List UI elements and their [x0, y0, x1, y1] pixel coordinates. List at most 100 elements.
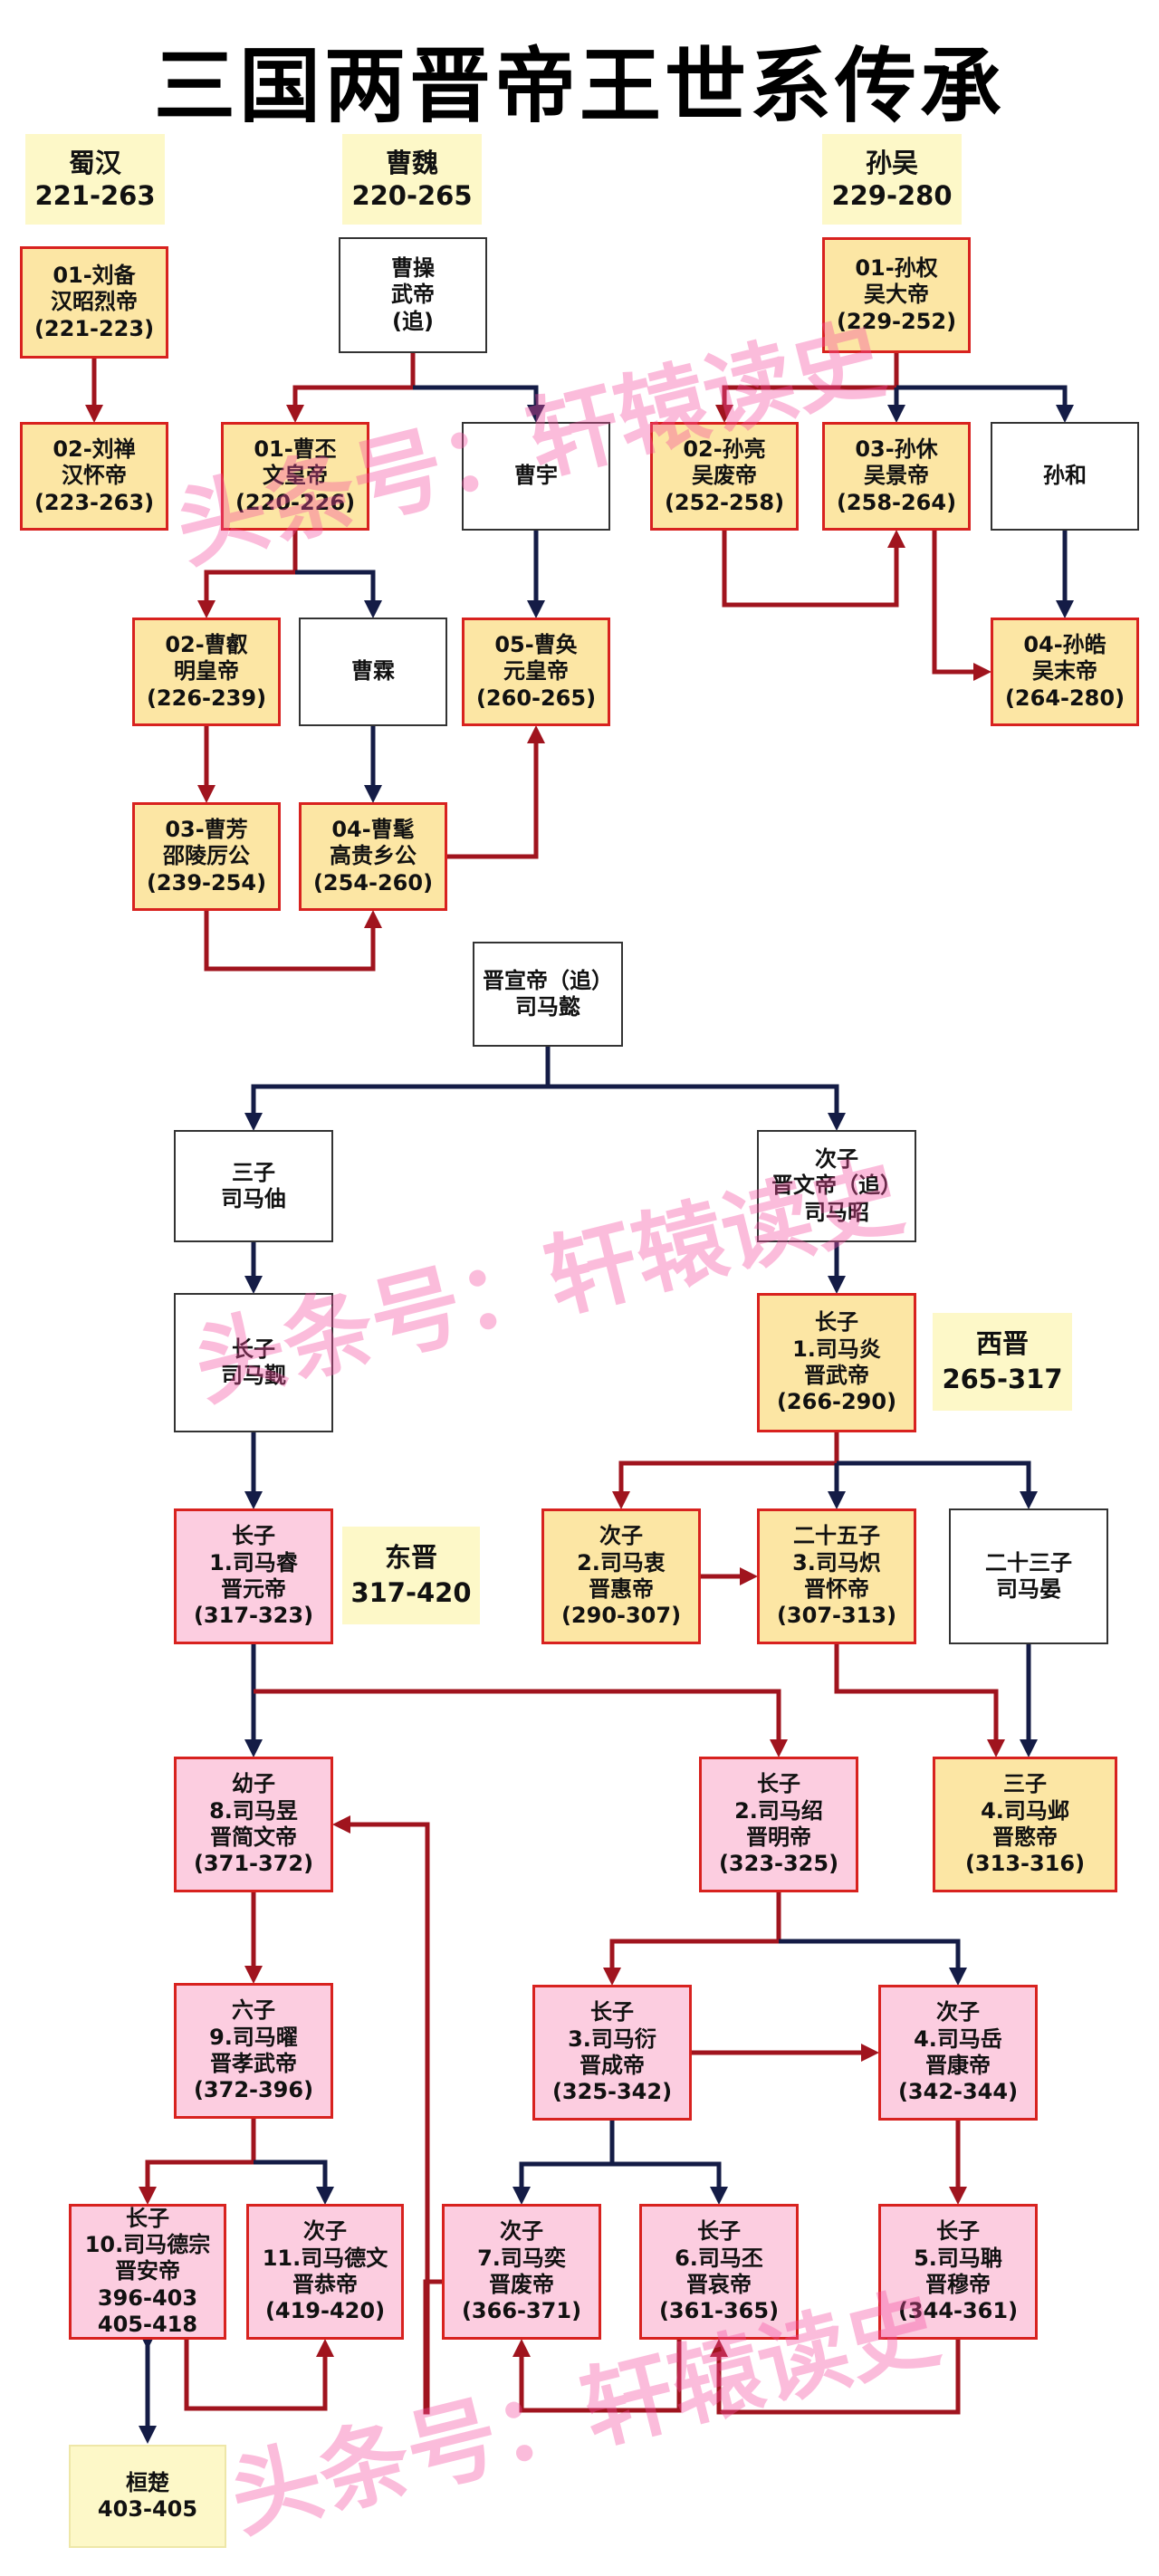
node-line: 西晋	[975, 1327, 1029, 1359]
arrow-simapi-simayi2	[512, 2339, 682, 2413]
node-line: 曹霖	[351, 658, 395, 685]
node-line: 8.司马昱	[209, 1797, 298, 1824]
node-line: 01-刘备	[53, 263, 136, 289]
node-sima-zhou: 三子司马伷	[174, 1130, 333, 1242]
arrow-caopi-caorui	[197, 531, 298, 618]
node-line: 晋怀帝	[804, 1576, 869, 1602]
arrow-simayan-simazhong	[612, 1432, 839, 1509]
node-line: (419-420)	[264, 2298, 386, 2324]
node-line: 晋恭帝	[292, 2272, 358, 2297]
node-line: 次子	[815, 1146, 858, 1173]
node-line: 曹魏	[385, 147, 438, 178]
node-line: 吴大帝	[864, 282, 929, 308]
arrow-caofang-caomao	[204, 910, 382, 972]
node-line: 9.司马曜	[209, 2024, 298, 2050]
node-line: (260-265)	[475, 685, 597, 711]
node-line: 4.司马邺	[981, 1797, 1069, 1824]
node-line: 三子	[232, 1159, 275, 1185]
node-line: 2.司马衷	[577, 1549, 666, 1575]
arrow-simayan3-simayi2	[512, 2121, 615, 2205]
node-line: 晋安帝	[114, 2258, 180, 2284]
node-liu-bei: 01-刘备汉昭烈帝(221-223)	[20, 246, 168, 359]
node-line: 孙和	[1043, 463, 1087, 489]
node-line: 司马伷	[221, 1186, 286, 1211]
node-sima-zhao: 次子晋文帝（追）司马昭	[757, 1130, 916, 1242]
node-line: 长子	[697, 2218, 741, 2245]
node-line: 晋惠帝	[589, 1576, 654, 1602]
node-text: 曹霖	[351, 658, 395, 685]
node-text: 三子司马伷	[221, 1160, 286, 1213]
node-line: 265-317	[942, 1364, 1063, 1394]
arrow-sunquan-sunliang	[715, 353, 899, 423]
arrow-simadan-simapi	[710, 2339, 961, 2415]
node-line: (264-280)	[1004, 685, 1125, 711]
node-line: 396-403	[97, 2284, 198, 2311]
node-text: 曹宇	[514, 463, 558, 489]
node-sima-jin: 长子司马觐	[174, 1293, 333, 1432]
node-line: 1.司马炎	[792, 1336, 881, 1362]
node-line: 二十三子	[985, 1549, 1072, 1575]
node-cao-fang: 03-曹芳邵陵厉公(239-254)	[132, 802, 281, 911]
node-line: 汉昭烈帝	[51, 289, 138, 315]
node-line: 02-孙亮	[683, 436, 766, 463]
node-liu-shan: 02-刘禅汉怀帝(223-263)	[20, 422, 168, 531]
page-title: 三国两晋帝王世系传承	[154, 39, 1005, 134]
node-line: 403-405	[97, 2496, 198, 2522]
node-line: (290-307)	[560, 1603, 682, 1629]
node-text: 西晋 265-317	[942, 1326, 1062, 1397]
node-line: (323-325)	[718, 1851, 839, 1877]
arrow-simadezong-simadewen	[184, 2339, 334, 2411]
node-text: 03-曹芳邵陵厉公(239-254)	[147, 817, 266, 896]
node-line: 晋孝武帝	[210, 2051, 297, 2076]
node-line: 01-孙权	[855, 255, 938, 282]
node-line: 05-曹奂	[494, 632, 578, 658]
node-line: (221-223)	[34, 315, 155, 341]
node-line: (313-316)	[964, 1851, 1086, 1877]
node-line: 司马懿	[515, 994, 580, 1020]
node-text: 曹操武帝(追)	[391, 255, 435, 335]
arrow-simayi-simazhou	[244, 1047, 551, 1131]
node-line: 长子	[815, 1309, 858, 1336]
node-line: 孙吴	[865, 147, 918, 178]
node-line: 六子	[232, 1997, 275, 2024]
node-line: 司马晏	[996, 1576, 1061, 1602]
node-line: 04-孙皓	[1023, 632, 1106, 658]
node-line: 武帝	[391, 282, 435, 308]
node-cao-yu: 曹宇	[462, 422, 610, 531]
node-line: 晋武帝	[804, 1363, 869, 1388]
node-line: 晋哀帝	[686, 2272, 752, 2297]
node-text: 05-曹奂元皇帝(260-265)	[476, 632, 596, 712]
arrow-caocao-caoyu	[413, 385, 545, 423]
node-text: 04-曹髦高贵乡公(254-260)	[313, 817, 433, 896]
arrow-caocao-caopi	[286, 353, 416, 423]
arrow-simayan-simayan2	[837, 1460, 1038, 1509]
node-line: 4.司马岳	[914, 2025, 1002, 2052]
node-line: 晋文帝（追）	[771, 1173, 902, 1199]
node-line: (307-313)	[776, 1603, 897, 1629]
node-line: 长子	[590, 1999, 634, 2025]
node-line: 11.司马德文	[262, 2245, 388, 2271]
node-line: (317-323)	[193, 1603, 314, 1629]
node-text: 04-孙皓吴末帝(264-280)	[1005, 632, 1125, 712]
node-line: (223-263)	[34, 489, 155, 515]
node-line: (371-372)	[193, 1851, 314, 1877]
node-line: 317-420	[350, 1577, 472, 1608]
node-line: 司马昭	[804, 1199, 869, 1225]
